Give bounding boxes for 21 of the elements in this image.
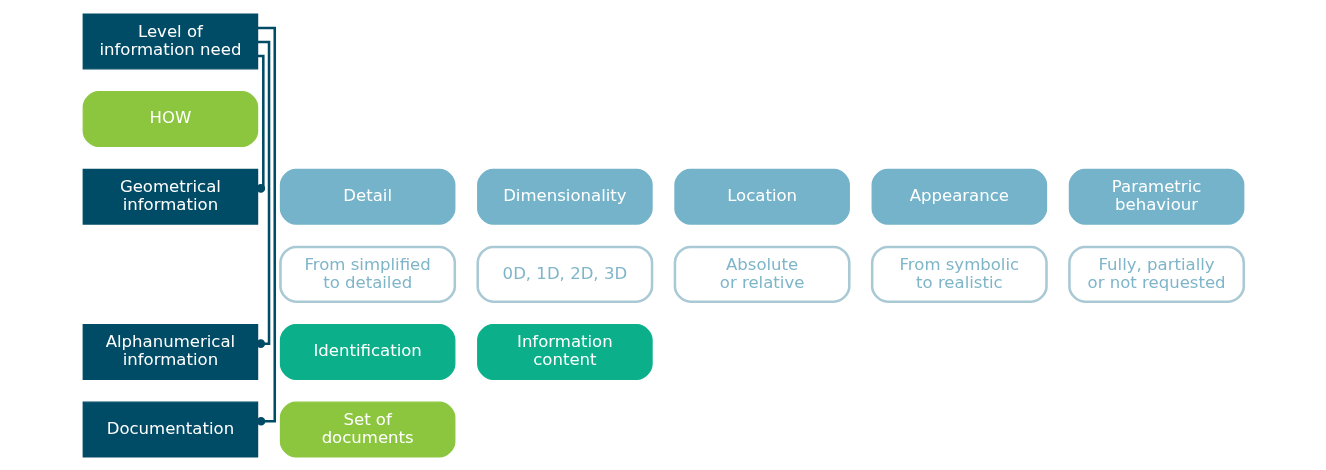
node-box: Absolute or relative xyxy=(673,245,851,303)
node-box: HOW xyxy=(82,90,258,147)
connector xyxy=(256,26,276,426)
node-box: Identification xyxy=(279,323,455,380)
node-box: Information content xyxy=(476,323,653,380)
node-box: Fully, partially or not requested xyxy=(1067,245,1245,303)
node-box: Detail xyxy=(279,168,455,225)
node-box: Appearance xyxy=(871,168,1047,225)
node-box: Dimensionality xyxy=(476,168,653,225)
node-box: Documentation xyxy=(82,401,258,458)
node-box: From simplified to detailed xyxy=(278,245,456,303)
node-box: Level of information need xyxy=(82,12,258,69)
node-box: From symbolic to realistic xyxy=(870,245,1048,303)
node-box: Alphanumerical information xyxy=(82,323,258,380)
node-box: Geometrical information xyxy=(82,168,258,225)
node-box: Parametric behaviour xyxy=(1068,168,1244,225)
connector xyxy=(256,54,265,193)
connector xyxy=(255,40,270,348)
node-box: 0D, 1D, 2D, 3D xyxy=(475,245,653,303)
node-box: Set of documents xyxy=(279,401,455,458)
node-box: Location xyxy=(673,168,850,225)
